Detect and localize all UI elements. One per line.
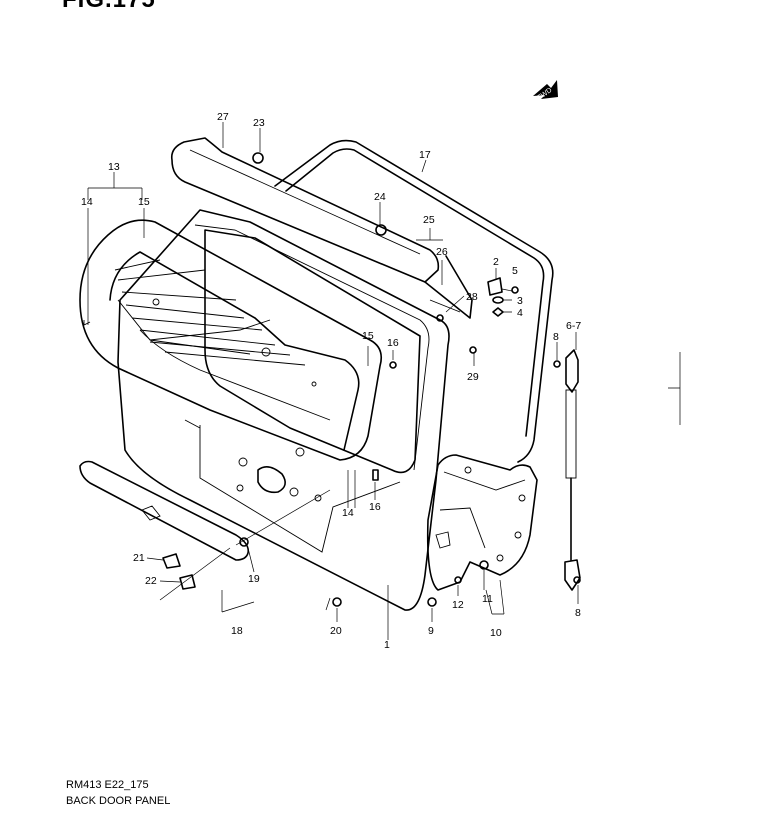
callout-29: 29 bbox=[467, 371, 479, 383]
callout-16-lower: 16 bbox=[369, 501, 381, 513]
cap-24 bbox=[375, 224, 387, 236]
callout-11: 11 bbox=[482, 593, 493, 605]
clip-28 bbox=[436, 314, 444, 322]
callout-15-right: 15 bbox=[362, 330, 374, 342]
bumper-9 bbox=[427, 597, 437, 607]
callout-8-lower: 8 bbox=[575, 607, 581, 619]
callout-28: 28 bbox=[466, 291, 478, 303]
callout-26: 26 bbox=[436, 246, 448, 258]
callout-4: 4 bbox=[517, 307, 523, 319]
weatherstrip-17 bbox=[274, 139, 554, 463]
door-panel-1 bbox=[117, 209, 450, 611]
bumper-20 bbox=[332, 597, 342, 607]
washer-3 bbox=[492, 296, 504, 304]
callout-8-upper: 8 bbox=[553, 331, 559, 343]
gas-strut-6-7 bbox=[564, 349, 581, 591]
callout-23: 23 bbox=[253, 117, 265, 129]
clip-22 bbox=[179, 574, 196, 590]
fwd-label: FWD bbox=[536, 87, 553, 102]
callout-13: 13 bbox=[108, 161, 120, 173]
clip-29 bbox=[469, 346, 477, 354]
bumper-16-upper bbox=[389, 361, 397, 369]
callout-labels: 1 2 3 4 5 6-7 8 8 9 10 11 12 13 14 14 15… bbox=[81, 111, 581, 651]
callout-14-left: 14 bbox=[81, 196, 93, 208]
diagram-caption: BACK DOOR PANEL bbox=[66, 795, 171, 807]
fastener-group bbox=[252, 152, 581, 607]
callout-2: 2 bbox=[493, 256, 499, 268]
grommet-19 bbox=[239, 537, 249, 547]
callout-3: 3 bbox=[517, 295, 523, 307]
callout-24: 24 bbox=[374, 191, 386, 203]
clip-21 bbox=[162, 553, 181, 569]
callout-12: 12 bbox=[452, 599, 464, 611]
callout-25: 25 bbox=[423, 214, 435, 226]
callout-22: 22 bbox=[145, 575, 157, 587]
callout-6-7: 6-7 bbox=[566, 320, 581, 332]
bolt-11 bbox=[479, 560, 489, 570]
bolt-8-upper bbox=[553, 360, 561, 368]
diagram-code: RM413 E22_175 bbox=[66, 779, 149, 791]
spoiler-27 bbox=[170, 137, 473, 319]
callout-27: 27 bbox=[217, 111, 229, 123]
callout-9: 9 bbox=[428, 625, 434, 637]
nut-4 bbox=[492, 307, 504, 317]
callout-18: 18 bbox=[231, 625, 243, 637]
leader-lines bbox=[87, 122, 681, 640]
cap-23 bbox=[252, 152, 264, 164]
callout-17: 17 bbox=[419, 149, 431, 161]
callout-19: 19 bbox=[248, 573, 260, 585]
callout-21: 21 bbox=[133, 552, 145, 564]
fwd-arrow-icon: FWD bbox=[533, 80, 558, 102]
bolt-12 bbox=[454, 576, 462, 584]
callout-10: 10 bbox=[490, 627, 502, 639]
callout-15-left: 15 bbox=[138, 196, 150, 208]
callout-1: 1 bbox=[384, 639, 390, 651]
garnish-18 bbox=[79, 460, 250, 561]
bolt-5 bbox=[511, 286, 519, 294]
back-glass-13 bbox=[79, 219, 383, 461]
hinge-2 bbox=[487, 277, 503, 296]
figure-label: FIG.175 bbox=[62, 0, 156, 14]
callout-20: 20 bbox=[330, 625, 342, 637]
callout-14-right: 14 bbox=[342, 507, 354, 519]
bumper-16-lower bbox=[372, 469, 379, 481]
callout-5: 5 bbox=[512, 265, 518, 277]
callout-16-upper: 16 bbox=[387, 337, 399, 349]
bolt-8-lower bbox=[573, 576, 581, 584]
trim-10 bbox=[426, 454, 538, 591]
